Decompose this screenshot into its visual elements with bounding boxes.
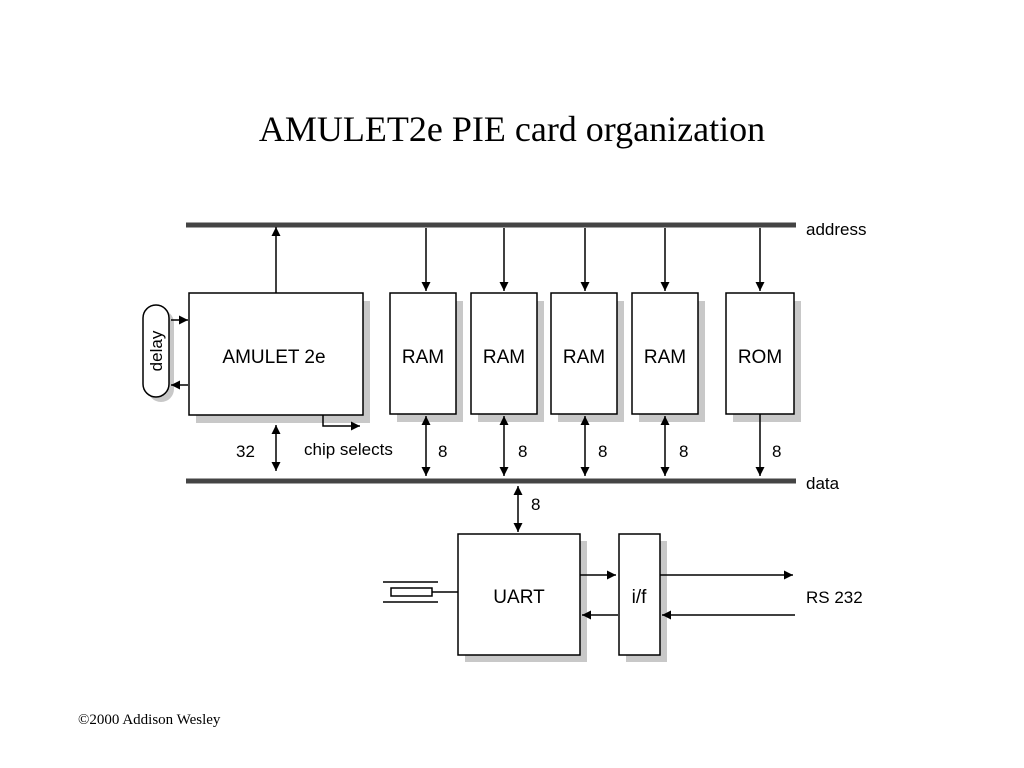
ram-label: RAM — [644, 347, 686, 368]
copyright-footer: ©2000 Addison Wesley — [78, 712, 221, 728]
ram-label: RAM — [402, 347, 444, 368]
rom-data-width: 8 — [772, 442, 781, 461]
slide-title: AMULET2e PIE card organization — [258, 109, 766, 149]
uart-label: UART — [493, 587, 545, 608]
ram-data-width: 8 — [679, 442, 688, 461]
data-bus-label: data — [806, 474, 840, 493]
ram-data-width: 8 — [518, 442, 527, 461]
interface-block: i/f — [618, 533, 667, 662]
ram-block: RAM — [470, 292, 544, 422]
ram-data-width: 8 — [438, 442, 447, 461]
amulet2e-label: AMULET 2e — [222, 347, 325, 368]
rom-label: ROM — [738, 347, 782, 368]
uart-data-width: 8 — [531, 495, 540, 514]
processor-data-width: 32 — [236, 442, 255, 461]
rs232-label: RS 232 — [806, 588, 863, 607]
interface-label: i/f — [632, 587, 648, 608]
ram-block: RAM — [631, 292, 705, 422]
chip-selects-line — [322, 415, 360, 431]
crystal-icon — [383, 581, 458, 603]
chip-selects-label: chip selects — [304, 440, 393, 459]
rom-block: ROM — [725, 292, 801, 422]
ram-label: RAM — [563, 347, 605, 368]
uart-block: UART — [457, 533, 587, 662]
delay-label: delay — [147, 330, 166, 371]
delay-element: delay — [142, 304, 174, 402]
ram-block: RAM — [550, 292, 624, 422]
address-bus-label: address — [806, 220, 866, 239]
ram-label: RAM — [483, 347, 525, 368]
ram-data-width: 8 — [598, 442, 607, 461]
amulet2e-block: AMULET 2e — [188, 292, 370, 423]
ram-block: RAM — [389, 292, 463, 422]
